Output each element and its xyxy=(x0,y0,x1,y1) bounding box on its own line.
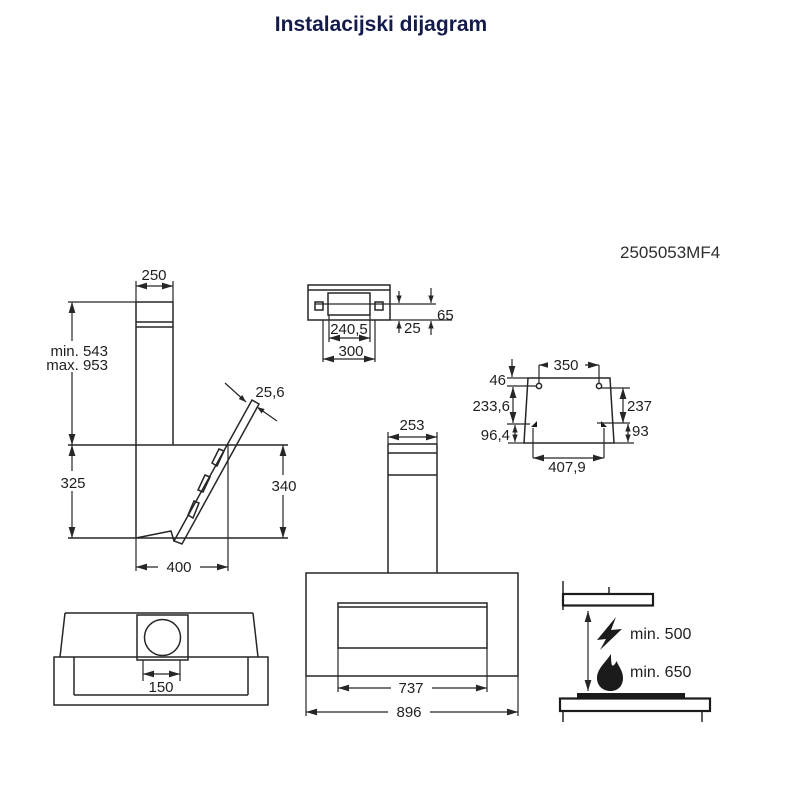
front-view-drawing: 253 737 896 xyxy=(305,417,519,721)
angled-panel xyxy=(172,398,261,545)
bracket-top-view-drawing: 25 65 240,5 300 xyxy=(307,284,454,363)
dim-side-depth: 400 xyxy=(166,559,191,576)
model-number: 2505053MF4 xyxy=(620,243,721,262)
dim-side-height-min: min. 543 xyxy=(50,343,108,360)
dim-plate-top-offset: 46 xyxy=(489,372,506,389)
dim-plate-bottom-left-offset: 96,4 xyxy=(481,427,510,444)
mounting-hole-bottom-right xyxy=(601,421,607,427)
dim-duct-diameter: 150 xyxy=(148,679,173,696)
mounting-hole-top-left xyxy=(535,382,543,390)
dim-front-chimney-width: 253 xyxy=(399,417,424,434)
mounting-hole-bottom-left xyxy=(531,421,537,427)
dim-plate-left-height: 233,6 xyxy=(472,398,510,415)
dim-bracket-outer-width: 300 xyxy=(338,343,363,360)
hob-surface xyxy=(577,693,685,699)
dim-clearance-gas: min. 650 xyxy=(630,664,691,681)
side-view-drawing: 250 min. 543 max. 953 325 25,6 340 400 xyxy=(34,267,305,576)
dim-side-height-max: max. 953 xyxy=(46,357,108,374)
flame-icon xyxy=(597,654,623,691)
clearance-drawing: min. 500 min. 650 xyxy=(558,581,712,722)
page-title: Instalacijski dijagram xyxy=(274,13,488,36)
mounting-hole-top-right xyxy=(595,382,603,390)
dim-front-glass-width: 737 xyxy=(398,680,423,697)
duct-outlet-circle xyxy=(143,618,182,657)
dim-plate-bottom-right-offset: 93 xyxy=(632,423,649,440)
dim-front-total-width: 896 xyxy=(396,704,421,721)
dim-side-panel-thickness: 25,6 xyxy=(255,384,284,401)
dim-clearance-electric: min. 500 xyxy=(630,626,691,643)
lightning-bolt-icon xyxy=(597,617,622,650)
dim-plate-right-height: 237 xyxy=(627,398,652,415)
dim-bracket-total-depth: 65 xyxy=(437,307,454,324)
dim-plate-top-hole-spacing: 350 xyxy=(553,357,578,374)
dim-plate-bottom-hole-spacing: 407,9 xyxy=(548,459,586,476)
dim-bracket-lip-depth: 25 xyxy=(404,320,421,337)
dim-side-panel-height: 340 xyxy=(271,478,296,495)
dim-bracket-inner-width: 240,5 xyxy=(330,321,368,338)
dim-side-body-height: 325 xyxy=(60,475,85,492)
dim-side-chimney-width: 250 xyxy=(141,267,166,284)
mounting-plate-drawing: 350 46 233,6 237 96,4 93 407,9 xyxy=(472,357,652,476)
duct-top-view-drawing: 150 xyxy=(53,612,269,706)
